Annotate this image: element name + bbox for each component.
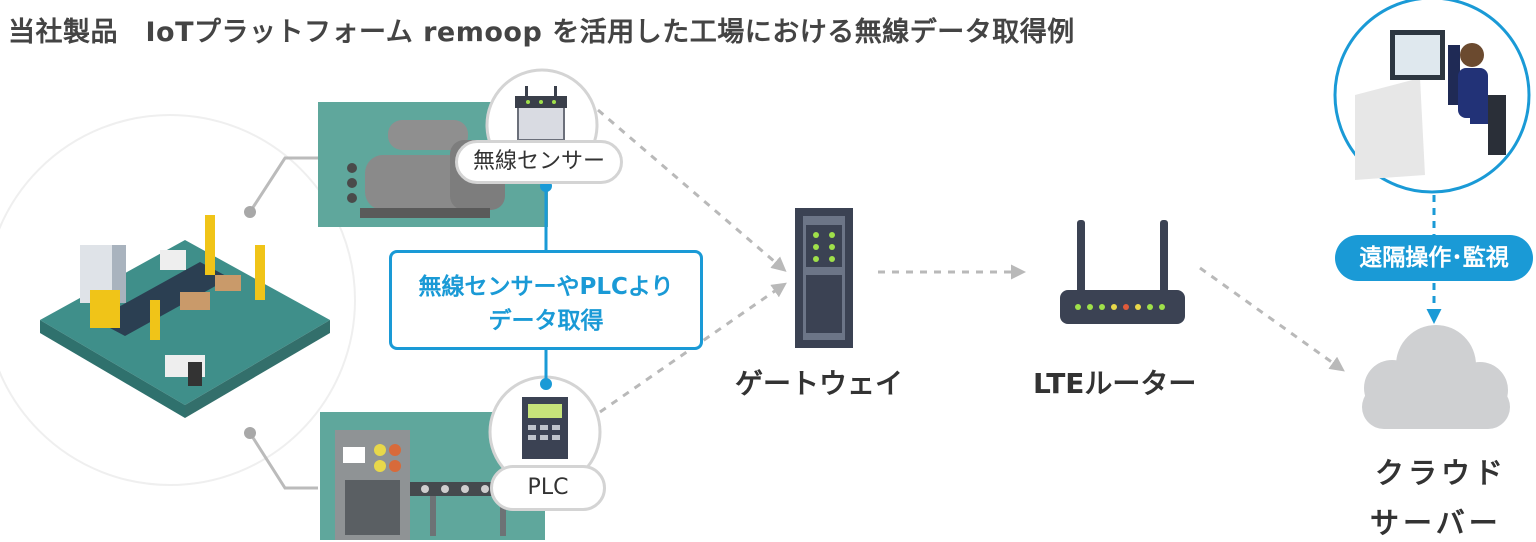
- plc-badge: [488, 375, 602, 489]
- arrow-plc-to-gateway: [599, 282, 787, 414]
- operator-icon: [1460, 43, 1484, 67]
- connector-bottom: [248, 432, 318, 490]
- page-title: 当社製品 IoTプラットフォーム remoop を活用した工場における無線データ…: [8, 17, 1075, 48]
- arrow-sensor-to-gateway: [597, 108, 787, 272]
- data-acquisition-box: 無線センサーやPLCより データ取得: [389, 250, 703, 350]
- factory-illustration: [40, 215, 330, 418]
- gateway-icon: [795, 208, 853, 348]
- acquire-line2: データ取得: [488, 308, 604, 334]
- remote-operator-badge: [1333, 0, 1531, 194]
- connector-top: [248, 156, 318, 213]
- acquire-line1: 無線センサーやPLCより: [418, 274, 674, 300]
- connector-dot-top: [244, 206, 256, 218]
- arrow-router-to-cloud: [1199, 266, 1345, 372]
- lte-router-label: LTEルーター: [1033, 367, 1197, 400]
- remote-monitoring-badge: 遠隔操作･監視: [1335, 235, 1533, 281]
- plc-label: PLC: [490, 465, 606, 511]
- lte-router-icon: [1060, 220, 1185, 324]
- gateway-label: ゲートウェイ: [735, 367, 904, 400]
- cloud-icon: [1362, 325, 1510, 429]
- wireless-sensor-label: 無線センサー: [455, 140, 623, 184]
- cloud-server-label-line2: サーバー: [1370, 506, 1502, 540]
- connector-dot-bottom: [244, 427, 256, 439]
- cloud-server-label-line1: クラウド: [1375, 456, 1508, 490]
